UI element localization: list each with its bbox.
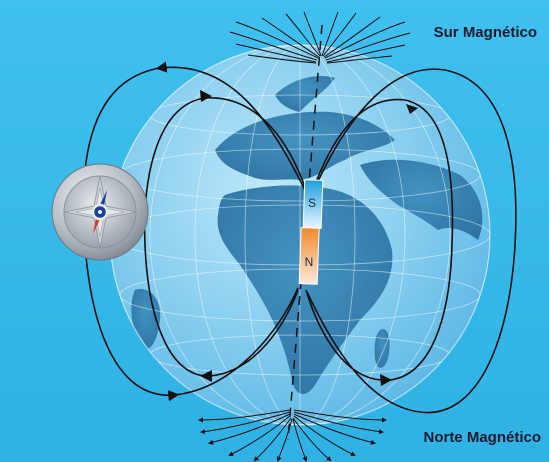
- compass: [51, 163, 149, 261]
- bar-magnet: S N: [298, 179, 324, 285]
- magnet-north-letter: N: [305, 255, 314, 269]
- magnet-north-half: [298, 227, 320, 285]
- top-field-lines: [229, 11, 411, 64]
- bottom-field-lines: [198, 409, 387, 462]
- earth-globe: [109, 44, 491, 426]
- field-arrows: [200, 90, 418, 386]
- magnet-south-letter: S: [308, 196, 316, 210]
- north-magnetic-label: Norte Magnético: [423, 429, 541, 446]
- south-magnetic-label: Sur Magnético: [433, 24, 537, 41]
